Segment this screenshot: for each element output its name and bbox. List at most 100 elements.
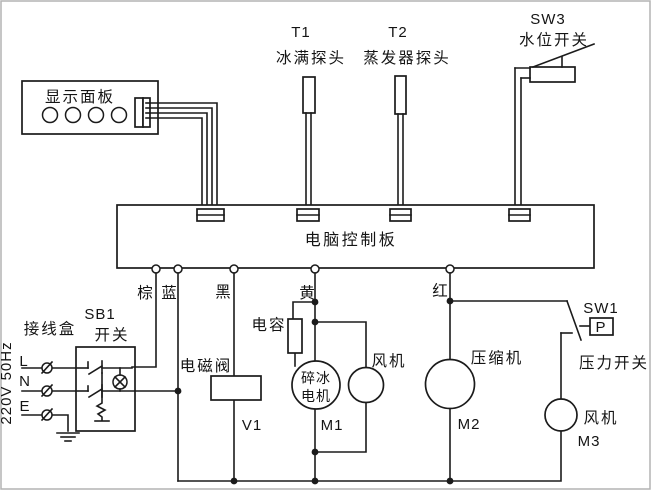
label-wire-yellow: 黄: [299, 284, 317, 302]
junction-dots: [174, 297, 454, 485]
mains-rating-label: 220V 50Hz: [0, 341, 15, 424]
junction-dot: [311, 318, 319, 326]
m2-id-label: M2: [458, 416, 481, 433]
control-board-label: 电脑控制板: [305, 231, 398, 249]
junction-dot: [446, 477, 454, 485]
sw1-sensor-label: P: [595, 319, 606, 336]
sb1-linkage: [95, 372, 107, 421]
fan1-branch: [314, 401, 367, 453]
neutral-bus: [177, 430, 562, 482]
terminal-e-label: E: [19, 398, 30, 415]
junction-dot: [311, 448, 319, 456]
board-terminal: [229, 264, 239, 274]
sw3-lever: [531, 42, 596, 69]
compressor: 压缩机 M2: [424, 349, 524, 433]
fan1-label: 风机: [371, 352, 406, 370]
capacitor-label: 电容: [251, 316, 286, 334]
terminal-slash: [40, 383, 54, 398]
panel-wire: [149, 107, 213, 211]
sw1-id-label: SW1: [583, 300, 619, 317]
water-level-switch-sw3: SW3 水位开关: [514, 11, 596, 211]
crusher-motor-label1: 碎冰: [301, 370, 331, 386]
t2-id-label: T2: [388, 24, 408, 41]
mains-input: 220V 50Hz 接线盒 L N E: [0, 320, 80, 442]
sb1-blade: [87, 387, 104, 399]
sw1-sensor-box: [589, 317, 614, 336]
sb1-blade: [87, 364, 104, 376]
t2-name-label: 蒸发器探头: [363, 49, 451, 67]
pressure-switch-sw1: SW1 P 压力开关: [560, 299, 649, 400]
board-terminal: [173, 264, 183, 274]
compressor-label: 压缩机: [471, 349, 524, 367]
junction-box-label: 接线盒: [24, 320, 77, 338]
sw3-id-label: SW3: [530, 11, 566, 28]
t1-probe-body: [302, 76, 316, 114]
capacitor-branch: [292, 301, 316, 320]
display-panel-wires: [149, 102, 218, 211]
board-terminal: [445, 264, 455, 274]
panel-wire: [149, 102, 218, 211]
compressor-body: [424, 358, 476, 410]
solenoid-valve: 电磁阀 V1: [180, 357, 262, 434]
t1-id-label: T1: [291, 24, 311, 41]
label-wire-brown: 棕: [137, 284, 155, 302]
probe-t1: T1 冰满探头: [276, 24, 346, 211]
m1-id-label: M1: [321, 417, 344, 434]
terminal-n-label: N: [19, 373, 31, 390]
fan3: 风机 M3: [544, 398, 618, 450]
panel-connector: [134, 97, 144, 128]
panel-wire: [149, 117, 203, 211]
junction-dot: [446, 297, 454, 305]
t2-probe-body: [394, 75, 407, 115]
sw1-blade: [565, 299, 583, 342]
fan1-body: [347, 366, 385, 404]
panel-button: [87, 106, 105, 124]
sw1-name-label: 压力开关: [579, 354, 649, 372]
panel-wire: [149, 112, 208, 211]
solenoid-id-label: V1: [242, 417, 262, 434]
terminal-slash: [40, 360, 54, 375]
panel-button: [64, 106, 82, 124]
fan3-label: 风机: [583, 409, 618, 427]
panel-button: [41, 106, 59, 124]
junction-dot: [174, 387, 182, 395]
sw3-name-label: 水位开关: [519, 31, 589, 49]
crusher-motor: 碎冰 电机 M1: [291, 360, 344, 434]
board-terminal: [310, 264, 320, 274]
m3-id-label: M3: [578, 433, 601, 450]
terminal-slash: [40, 407, 54, 422]
wire-color-labels: 棕 蓝 黑 黄 红: [137, 282, 450, 302]
probe-t2: T2 蒸发器探头: [363, 24, 451, 211]
terminal-l-label: L: [19, 353, 28, 370]
wire-e: [21, 414, 69, 432]
display-panel: 显示面板: [21, 80, 159, 135]
sb1-box: [75, 346, 136, 432]
fan3-body: [544, 398, 578, 432]
crusher-motor-body: [291, 360, 341, 410]
main-wiring: [131, 272, 568, 482]
junction-dot: [230, 477, 238, 485]
board-terminal: [151, 264, 161, 274]
sb1-name-label: 开关: [94, 326, 129, 344]
control-board: 电脑控制板: [116, 204, 595, 274]
crusher-motor-label2: 电机: [301, 388, 331, 404]
power-switch-sb1: SB1 开关: [75, 306, 136, 432]
lamp-cross: [113, 375, 127, 389]
sw3-body: [529, 66, 576, 83]
solenoid-body: [210, 375, 262, 401]
sb1-id-label: SB1: [84, 306, 115, 323]
label-wire-black: 黑: [215, 284, 233, 301]
fan1: 风机: [347, 352, 406, 404]
panel-button: [110, 106, 128, 124]
label-wire-red: 红: [432, 282, 450, 300]
junction-dot: [311, 298, 319, 306]
wire-brown: [131, 272, 157, 368]
label-wire-blue: 蓝: [161, 284, 179, 302]
capacitor: 电容: [251, 316, 303, 354]
display-panel-label: 显示面板: [45, 88, 115, 106]
fan1-branch: [314, 321, 367, 369]
t1-name-label: 冰满探头: [276, 49, 346, 67]
